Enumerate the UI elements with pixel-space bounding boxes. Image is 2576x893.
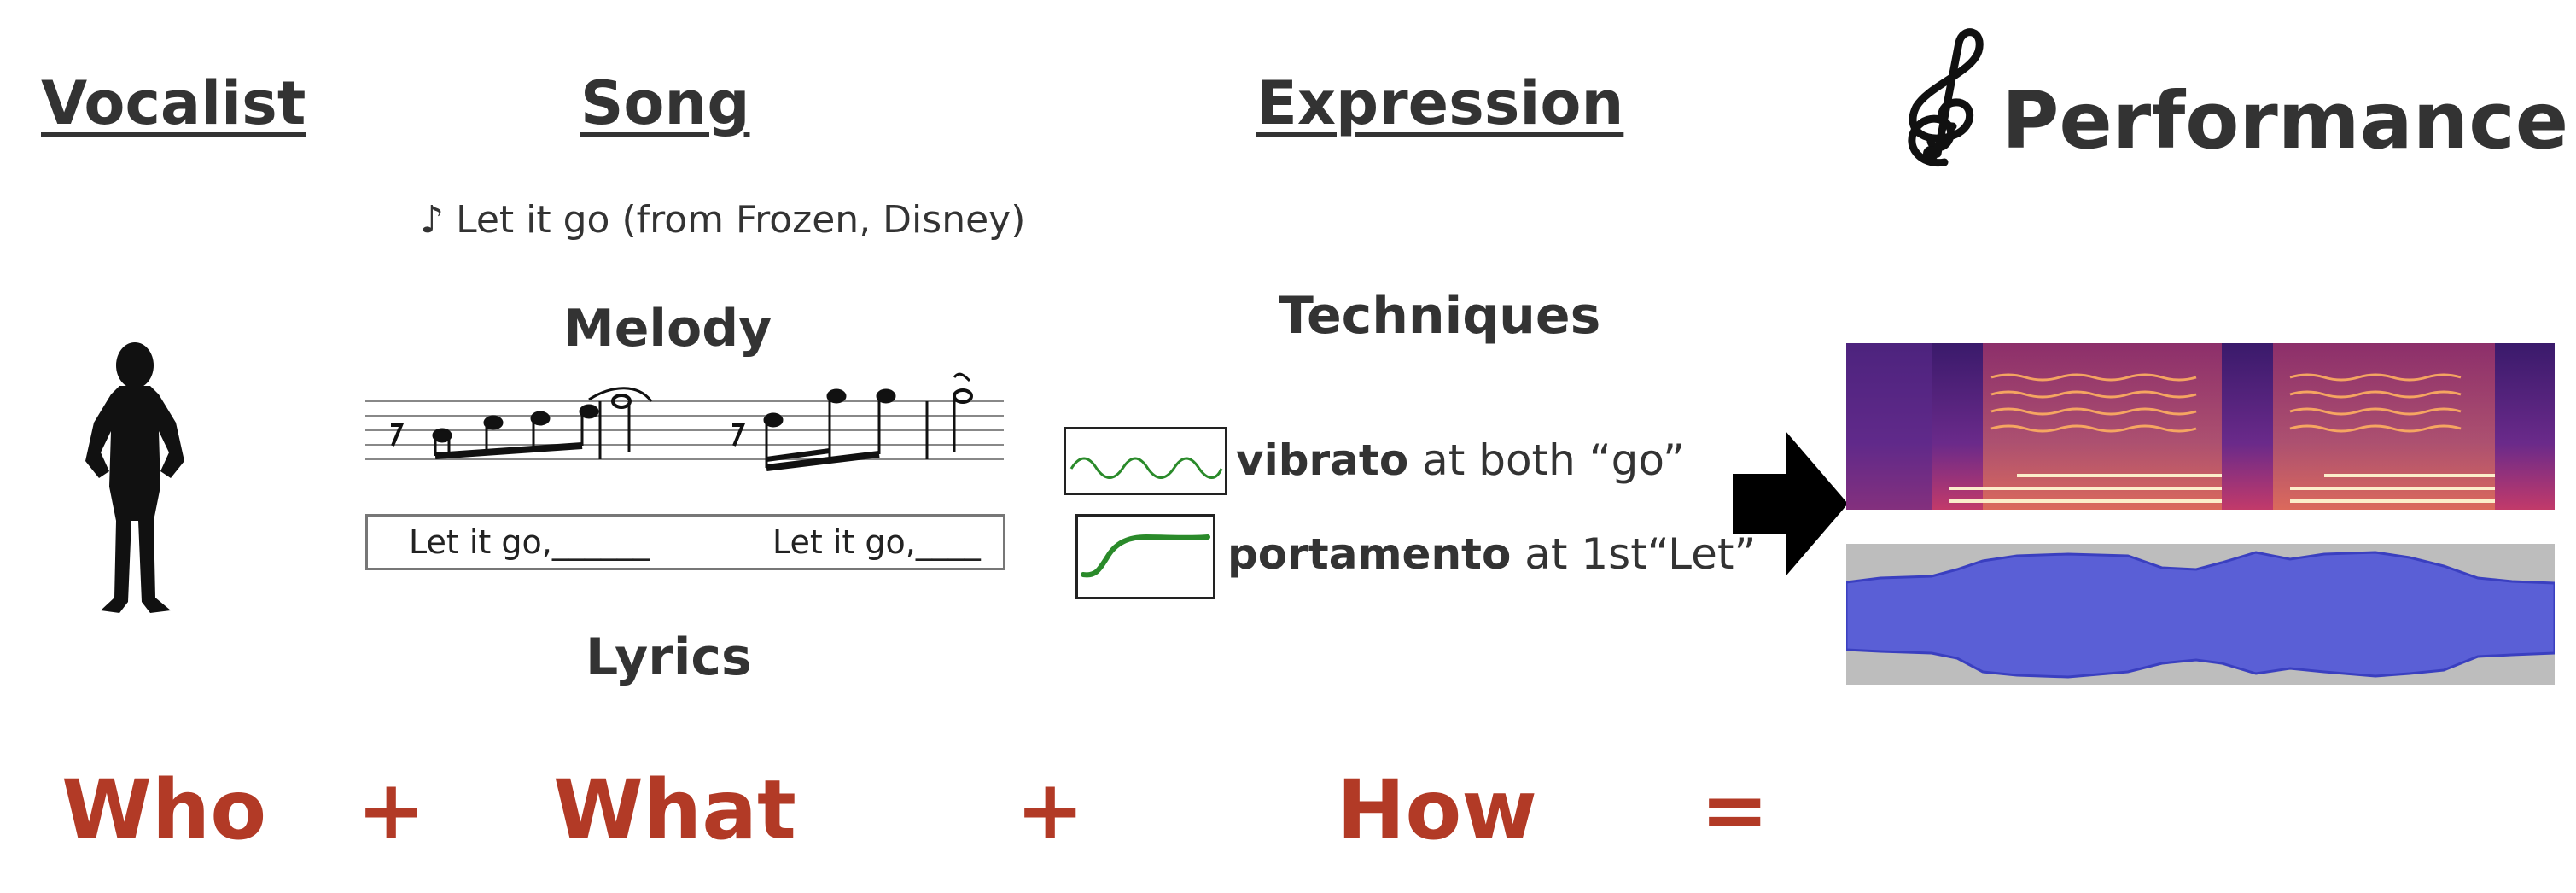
lyrics-left: Let it go,______ [409, 523, 650, 561]
vibrato-curve [1069, 457, 1223, 479]
performance-header: Performance [2002, 75, 2569, 166]
waveform-image [1846, 544, 2555, 685]
portamento-desc: at 1st“Let” [1511, 529, 1757, 579]
equals-sign: = [1700, 762, 1769, 858]
portamento-name: portamento [1227, 529, 1512, 579]
spectrogram-image [1846, 343, 2555, 510]
treble-clef-icon [1908, 28, 1984, 167]
lyrics-right: Let it go,____ [772, 523, 981, 561]
vibrato-desc: at both “go” [1408, 435, 1686, 485]
portamento-box [1075, 514, 1215, 599]
what-term: What [553, 762, 796, 858]
vocalist-header: Vocalist [41, 68, 306, 138]
melody-label: Melody [563, 299, 772, 359]
who-term: Who [61, 762, 267, 858]
portamento-curve [1081, 534, 1210, 578]
lyrics-label: Lyrics [586, 627, 752, 687]
portamento-text: portamento at 1st“Let” [1227, 529, 1756, 579]
melody-staff [365, 372, 1004, 471]
expression-header: Expression [1256, 68, 1624, 138]
vibrato-text: vibrato at both “go” [1236, 435, 1685, 485]
lyrics-box: Let it go,______ Let it go,____ [365, 514, 1005, 570]
song-title-line: ♪ Let it go (from Frozen, Disney) [420, 198, 1025, 242]
eighth-note-icon: ♪ [420, 198, 445, 242]
vibrato-name: vibrato [1236, 435, 1409, 485]
song-title: Let it go (from Frozen, Disney) [456, 198, 1026, 242]
how-term: How [1337, 762, 1537, 858]
person-silhouette-icon [85, 342, 184, 613]
song-header: Song [580, 68, 750, 138]
techniques-label: Techniques [1279, 286, 1601, 346]
right-arrow-icon [1733, 431, 1848, 576]
plus-sign-1: + [357, 762, 426, 858]
vibrato-box [1064, 427, 1227, 495]
plus-sign-2: + [1016, 762, 1085, 858]
